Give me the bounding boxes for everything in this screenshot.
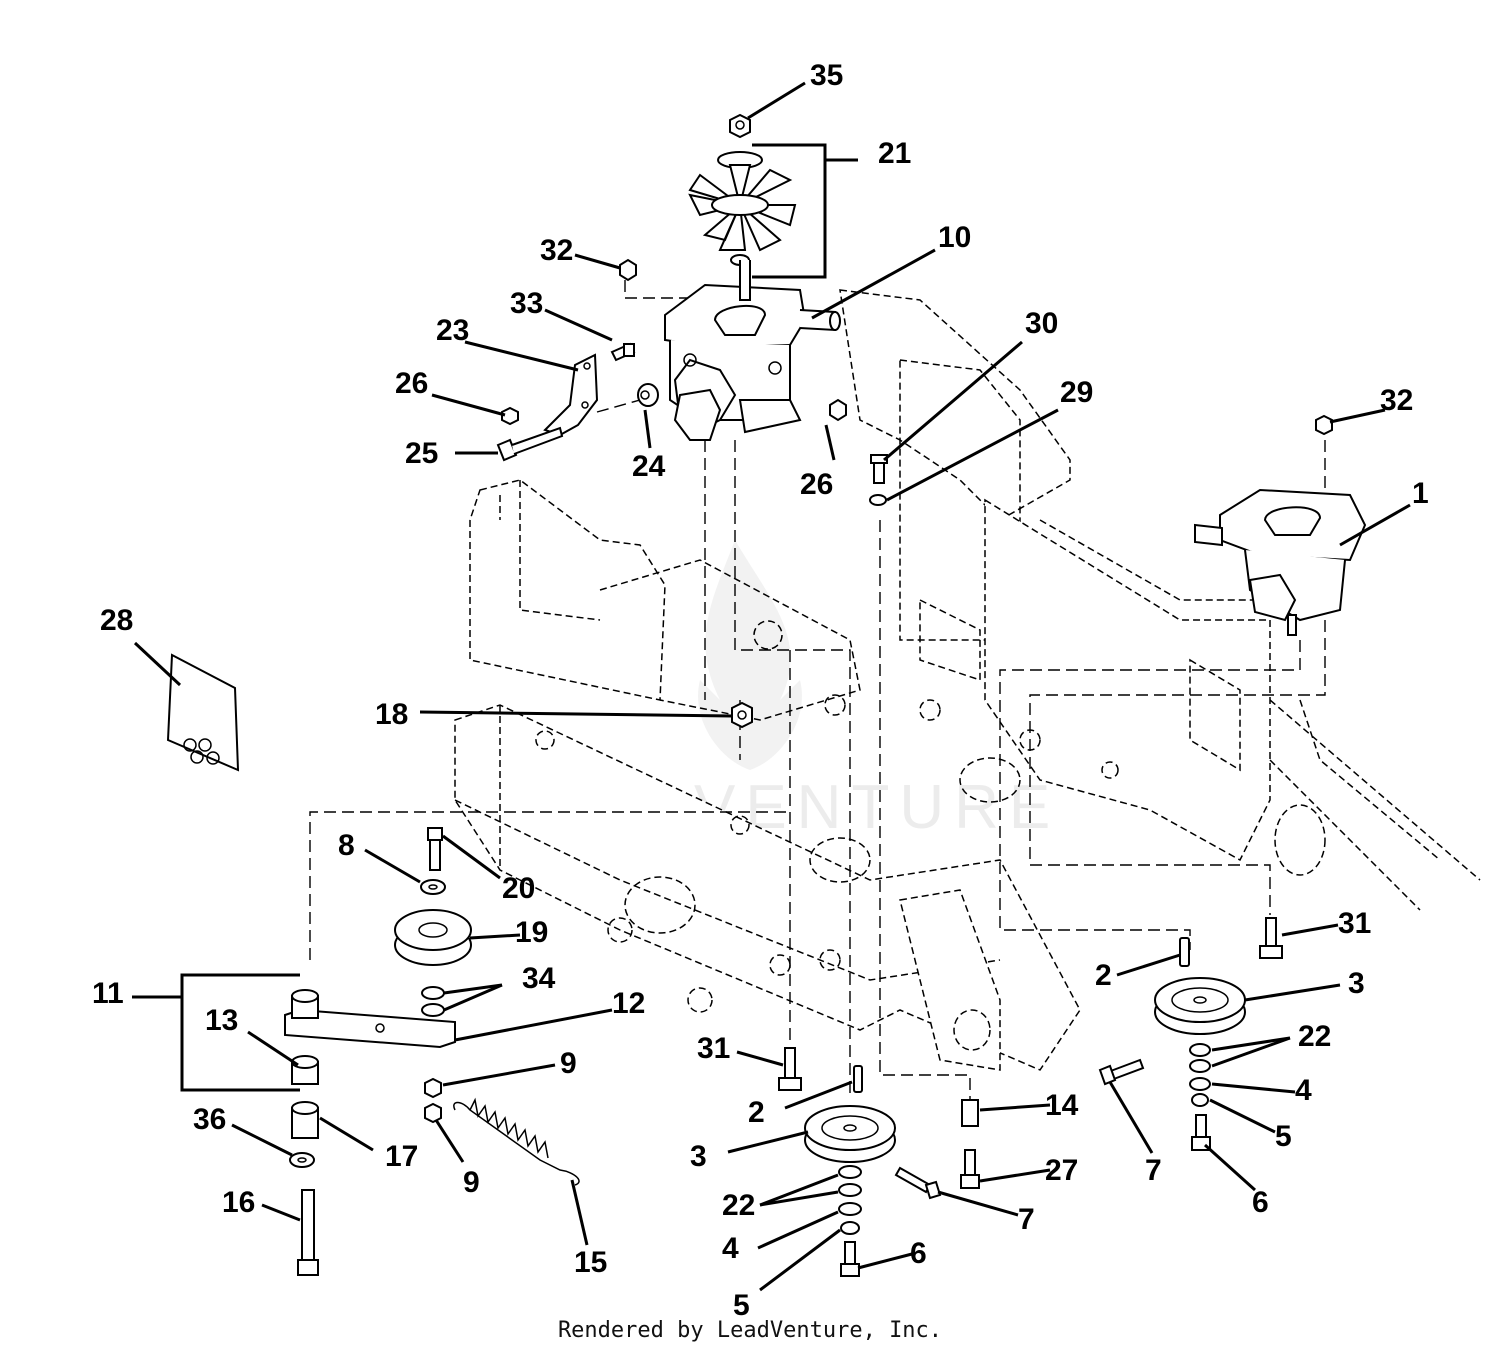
callout-8: 8 bbox=[338, 829, 355, 862]
callout-17: 17 bbox=[385, 1140, 418, 1173]
part-21-fan-assembly bbox=[688, 151, 797, 266]
callout-28: 28 bbox=[100, 604, 133, 637]
callout-13: 13 bbox=[205, 1004, 238, 1037]
part-1-transaxle bbox=[1194, 488, 1367, 636]
part-18-nut bbox=[731, 701, 753, 729]
part-3-pulley bbox=[804, 1105, 896, 1163]
callout-20: 20 bbox=[502, 872, 535, 905]
callout-33: 33 bbox=[510, 287, 543, 320]
part-32-nut-right bbox=[1315, 414, 1333, 436]
callout-31-right: 31 bbox=[1338, 907, 1371, 940]
part-17-bushing bbox=[291, 1101, 319, 1139]
part-13-bushing bbox=[291, 1055, 319, 1085]
part-8-washer bbox=[420, 879, 446, 895]
callout-34: 34 bbox=[522, 962, 556, 995]
part-10-transaxle bbox=[664, 260, 841, 441]
part-6-bolt bbox=[840, 1241, 860, 1277]
callout-36: 36 bbox=[193, 1103, 226, 1136]
callout-21: 21 bbox=[878, 137, 911, 170]
callout-3: 3 bbox=[690, 1140, 707, 1173]
callout-30: 30 bbox=[1025, 307, 1058, 340]
callout-7-right: 7 bbox=[1145, 1154, 1162, 1187]
part-14-spacer bbox=[961, 1099, 979, 1127]
part-27-bolt bbox=[960, 1149, 980, 1189]
part-9-nut bbox=[424, 1077, 442, 1099]
callout-7: 7 bbox=[1018, 1203, 1035, 1236]
part-15-spring bbox=[453, 1097, 580, 1186]
part-34-washers bbox=[421, 986, 445, 1017]
part-26-nut-right bbox=[829, 398, 847, 422]
part-24-spacer bbox=[637, 383, 659, 407]
callout-23: 23 bbox=[436, 314, 469, 347]
callout-labels: 35 21 32 10 33 23 26 25 24 26 30 29 32 1… bbox=[92, 59, 1429, 1322]
part-25-bolt bbox=[496, 426, 564, 462]
callout-4: 4 bbox=[722, 1232, 739, 1265]
part-4-washer bbox=[838, 1202, 862, 1216]
callout-6: 6 bbox=[910, 1237, 927, 1270]
callout-9-lower: 9 bbox=[463, 1166, 480, 1199]
part-23-bracket bbox=[543, 353, 599, 437]
part-5-washer bbox=[840, 1221, 860, 1235]
callout-5-right: 5 bbox=[1275, 1120, 1292, 1153]
callout-31: 31 bbox=[697, 1032, 730, 1065]
part-2-key-right bbox=[1179, 937, 1190, 967]
part-31-bolt bbox=[778, 1047, 802, 1091]
part-26-nut bbox=[501, 406, 519, 426]
callout-26-right: 26 bbox=[800, 468, 833, 501]
callout-26: 26 bbox=[395, 367, 428, 400]
part-31-bolt-right bbox=[1259, 917, 1283, 959]
callout-35: 35 bbox=[810, 59, 843, 92]
callout-3-right: 3 bbox=[1348, 967, 1365, 1000]
callout-32-right: 32 bbox=[1380, 384, 1413, 417]
part-5-washer-right bbox=[1191, 1093, 1209, 1107]
callout-15: 15 bbox=[574, 1246, 607, 1279]
part-6-bolt-right bbox=[1191, 1114, 1211, 1151]
part-2-key bbox=[853, 1065, 863, 1093]
part-3-pulley-right bbox=[1154, 977, 1246, 1035]
part-12-idler-arm bbox=[284, 989, 456, 1049]
part-33-bolt bbox=[610, 342, 636, 362]
part-19-idler-pulley bbox=[394, 909, 472, 966]
callout-6-right: 6 bbox=[1252, 1186, 1269, 1219]
part-35-nut bbox=[729, 113, 751, 139]
footer-credit: Rendered by LeadVenture, Inc. bbox=[557, 1318, 943, 1343]
part-4-washer-right bbox=[1189, 1077, 1211, 1091]
callout-2-right: 2 bbox=[1095, 959, 1112, 992]
part-36-washer bbox=[289, 1152, 315, 1168]
part-9-nut-lower bbox=[424, 1102, 442, 1124]
callout-14: 14 bbox=[1045, 1089, 1079, 1122]
part-16-bolt bbox=[297, 1189, 319, 1276]
part-32-nut bbox=[619, 258, 637, 282]
callout-25: 25 bbox=[405, 437, 438, 470]
part-28-decal bbox=[166, 653, 240, 772]
callout-27: 27 bbox=[1045, 1154, 1078, 1187]
callout-5: 5 bbox=[733, 1289, 750, 1322]
part-20-bolt bbox=[427, 827, 443, 871]
part-22-washers-right bbox=[1189, 1043, 1211, 1073]
callout-12: 12 bbox=[612, 987, 645, 1020]
part-7-bolt-right bbox=[1098, 1058, 1145, 1086]
callout-4-right: 4 bbox=[1295, 1074, 1312, 1107]
callout-18: 18 bbox=[375, 698, 408, 731]
callout-22-right: 22 bbox=[1298, 1020, 1331, 1053]
callout-10: 10 bbox=[938, 221, 971, 254]
part-7-bolt bbox=[894, 1166, 942, 1200]
callout-1: 1 bbox=[1412, 477, 1429, 510]
callout-24: 24 bbox=[632, 450, 666, 483]
part-29-washer bbox=[869, 494, 887, 506]
chassis-frame bbox=[454, 289, 1481, 1071]
callout-19: 19 bbox=[515, 916, 548, 949]
part-22-washers bbox=[838, 1165, 862, 1197]
callout-29: 29 bbox=[1060, 376, 1093, 409]
callout-2: 2 bbox=[748, 1096, 765, 1129]
callout-11: 11 bbox=[92, 977, 124, 1010]
callout-9: 9 bbox=[560, 1047, 577, 1080]
leader-lines bbox=[132, 81, 1411, 1292]
callout-22: 22 bbox=[722, 1189, 755, 1222]
callout-32: 32 bbox=[540, 234, 573, 267]
callout-16: 16 bbox=[222, 1186, 255, 1219]
assembly-lines bbox=[309, 280, 1326, 1100]
